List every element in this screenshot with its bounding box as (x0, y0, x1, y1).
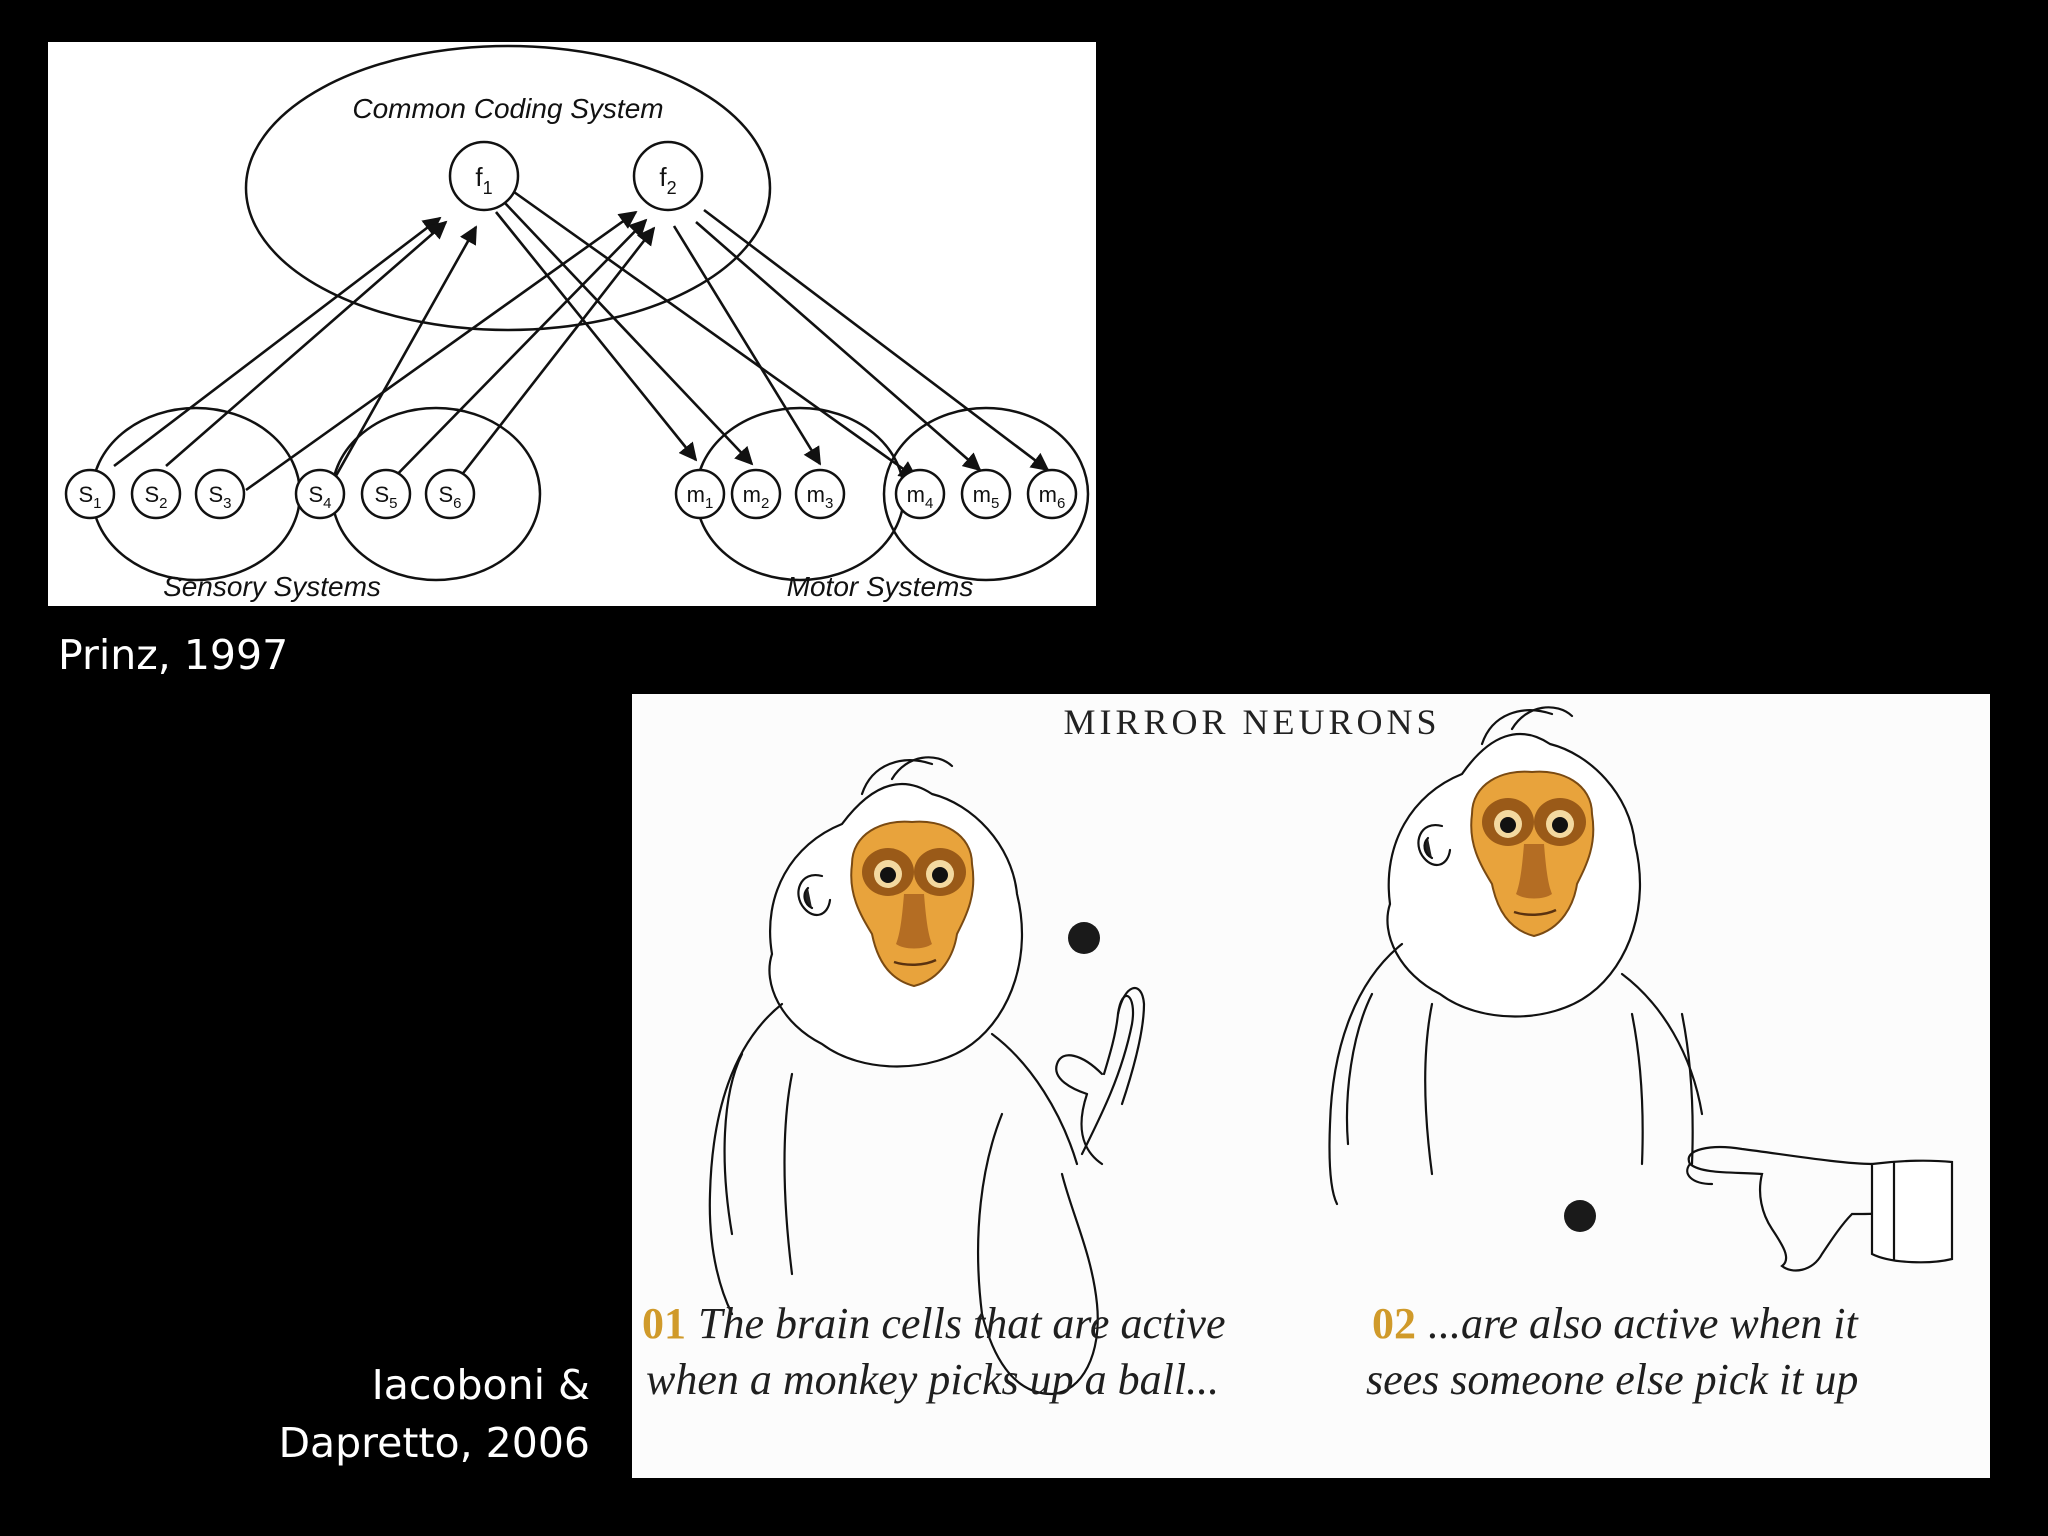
iacoboni-caption-line-1: Iacoboni & (371, 1361, 590, 1409)
motor-node-m4: m4 (894, 468, 946, 520)
svg-text:S5: S5 (374, 482, 397, 512)
motor-systems-label: Motor Systems (787, 571, 974, 602)
prinz-diagram: f1 f2 S1 S2 S3 S4 S5 S6 (64, 44, 1090, 602)
svg-text:S3: S3 (208, 482, 231, 512)
step-2-number: 02 (1372, 1299, 1416, 1348)
step-2-line-2: sees someone else pick it up (1366, 1355, 1858, 1404)
prinz-caption: Prinz, 1997 (58, 631, 289, 679)
common-coding-ellipse (244, 44, 772, 332)
svg-text:m6: m6 (1039, 482, 1066, 512)
common-coding-label: Common Coding System (352, 93, 663, 124)
svg-text:S2: S2 (144, 482, 167, 512)
step-2-caption: 02...are also active when it (1372, 1299, 1860, 1348)
svg-text:m2: m2 (743, 482, 770, 512)
svg-text:m4: m4 (907, 482, 934, 512)
sensory-to-feature-arrows (113, 210, 656, 492)
sensory-node-s5: S5 (360, 468, 412, 520)
sensory-node-s3: S3 (194, 468, 246, 520)
feature-node-f1: f1 (448, 140, 520, 212)
motor-node-m2: m2 (730, 468, 782, 520)
prinz-diagram-panel: f1 f2 S1 S2 S3 S4 S5 S6 (48, 42, 1096, 606)
mirror-neurons-panel: MIRROR NEURONS (632, 694, 1990, 1478)
svg-text:S1: S1 (78, 482, 101, 512)
ball-held-icon (1068, 922, 1100, 954)
motor-node-m6: m6 (1026, 468, 1078, 520)
motor-node-m5: m5 (960, 468, 1012, 520)
motor-node-m3: m3 (794, 468, 846, 520)
monkey-2-face (1470, 770, 1595, 938)
svg-text:m1: m1 (687, 482, 714, 512)
iacoboni-caption-line-2: Dapretto, 2006 (278, 1419, 590, 1467)
monkey-watching-illustration (1328, 706, 1954, 1272)
feature-node-f2: f2 (632, 140, 704, 212)
svg-text:f1: f1 (475, 162, 492, 198)
svg-text:m5: m5 (973, 482, 1000, 512)
svg-text:S4: S4 (308, 482, 331, 512)
motor-node-m1: m1 (674, 468, 726, 520)
sensory-node-s4: S4 (294, 468, 346, 520)
step-1-line-1: The brain cells that are active (698, 1299, 1225, 1348)
sensory-node-s1: S1 (64, 468, 116, 520)
feature-to-motor-arrows (494, 190, 1050, 480)
step-1-line-2: when a monkey picks up a ball... (646, 1355, 1219, 1404)
svg-text:S6: S6 (438, 482, 461, 512)
ball-on-table-icon (1564, 1200, 1596, 1232)
monkey-1-face (850, 820, 975, 988)
iacoboni-caption: Iacoboni & Dapretto, 2006 (250, 1356, 590, 1472)
sensory-systems-label: Sensory Systems (163, 571, 381, 602)
mirror-neurons-figure: MIRROR NEURONS (642, 702, 1954, 1404)
mirror-neurons-title: MIRROR NEURONS (1063, 702, 1440, 742)
sensory-node-s2: S2 (130, 468, 182, 520)
sensory-node-s6: S6 (424, 468, 476, 520)
motor-group-2-ellipse (882, 406, 1090, 582)
svg-text:m3: m3 (807, 482, 834, 512)
step-1-number: 01 (642, 1299, 686, 1348)
step-2-line-1: ...are also active when it (1428, 1299, 1860, 1348)
svg-text:f2: f2 (659, 162, 676, 198)
